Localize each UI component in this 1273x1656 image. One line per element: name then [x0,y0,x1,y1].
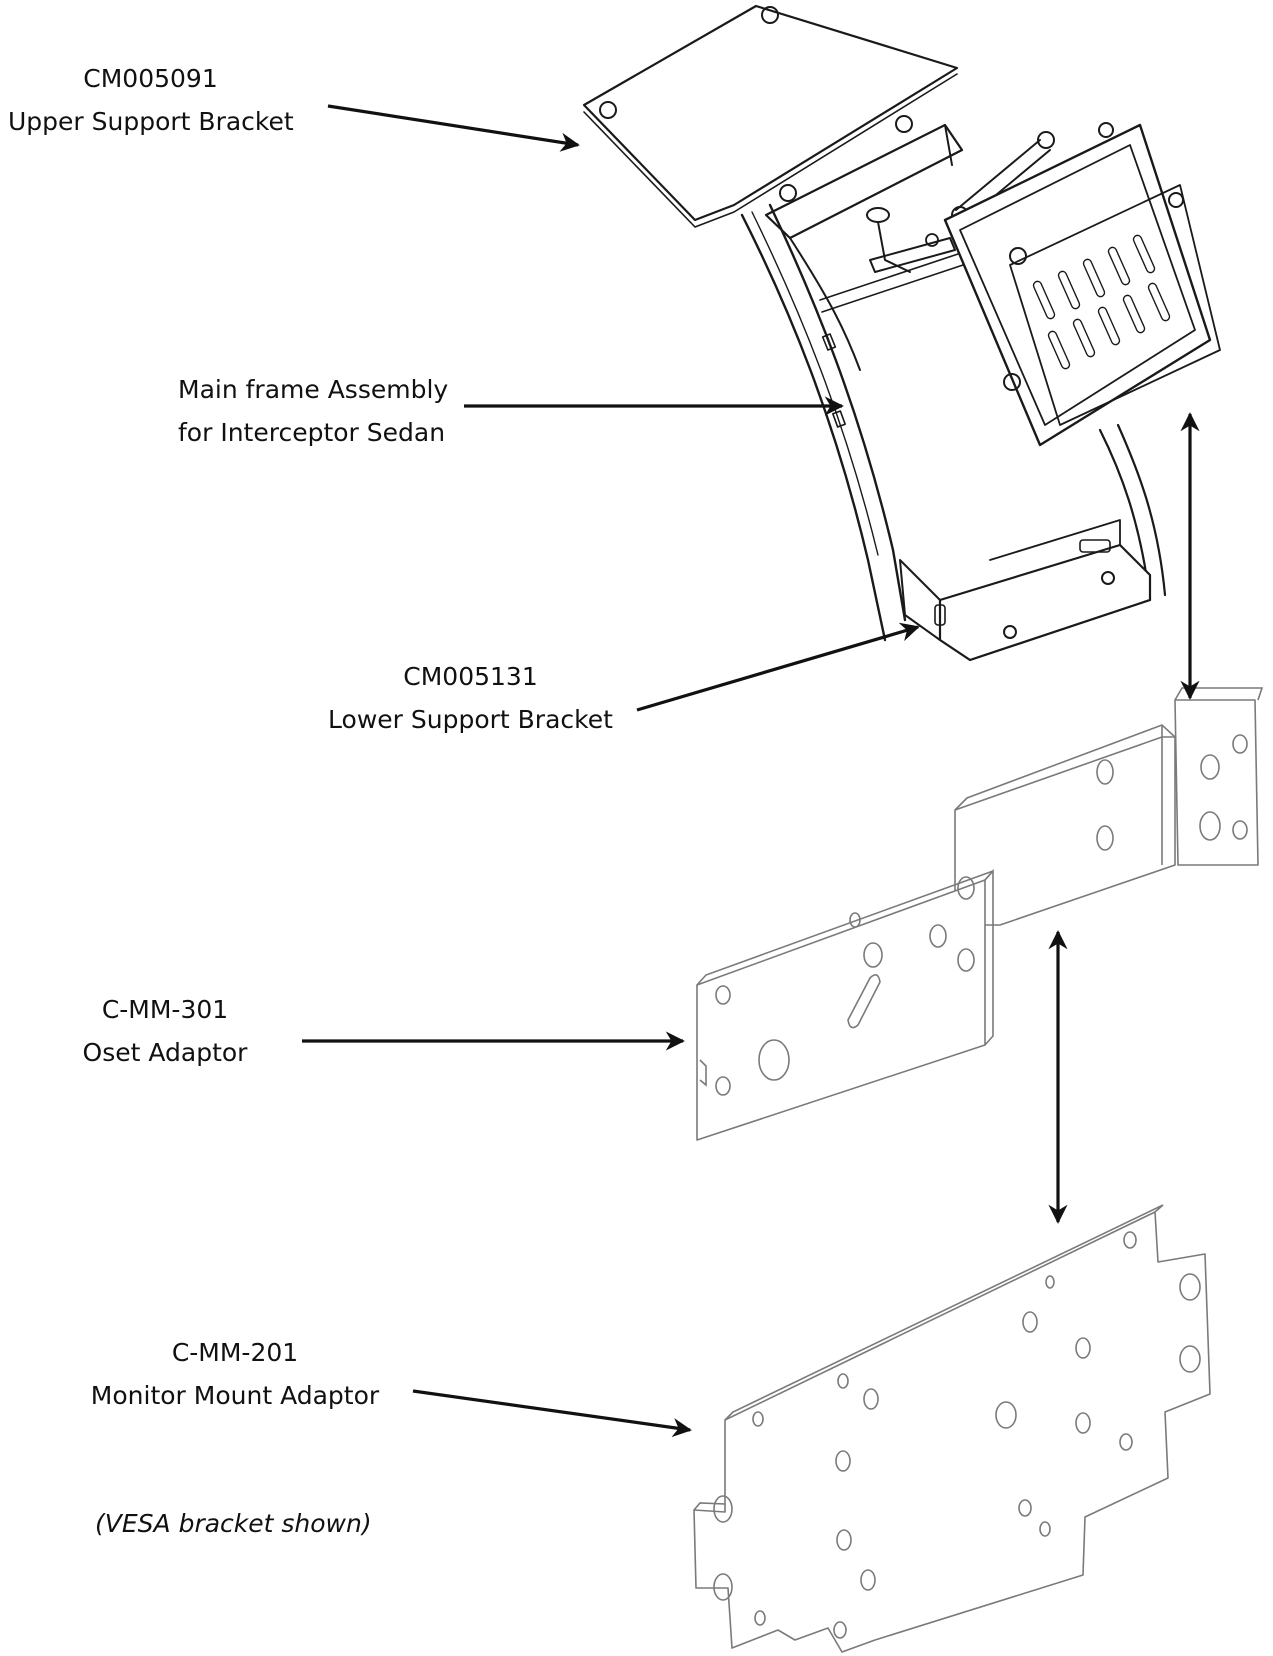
label-offset-adaptor: C-MM-301 Oset Adaptor [70,988,260,1074]
offset-adaptor-part [696,687,1264,1141]
part-number-cm005131: CM005131 [403,662,538,691]
arrow-upper-support [327,104,580,152]
part-name-offset-adaptor: Oset Adaptor [82,1038,248,1067]
cradle-slots [1032,234,1171,370]
label-upper-support-bracket: CM005091 Upper Support Bracket [8,57,294,143]
arrow-monitor-adaptor [412,1389,692,1438]
label-monitor-mount-adaptor: C-MM-201 Monitor Mount Adaptor [80,1331,390,1417]
part-name-upper-support-bracket: Upper Support Bracket [8,107,294,136]
upper-support-bracket [582,4,959,228]
assembly-arrows [1048,412,1200,1224]
part-name-interceptor-sedan: for Interceptor Sedan [178,418,446,447]
part-number-cm005091: CM005091 [83,64,218,93]
part-number-c-mm-301: C-MM-301 [101,995,229,1024]
label-lower-support-bracket: CM005131 Lower Support Bracket [328,655,613,741]
lower-support-bracket [899,519,1152,662]
locking-handle [866,207,956,273]
docking-cradle [943,122,1221,447]
monitor-mount-adaptor-part [693,1204,1211,1653]
arrow-lower-support [636,622,920,712]
part-name-lower-support-bracket: Lower Support Bracket [328,705,613,734]
note-vesa-bracket-shown: (VESA bracket shown) [95,1509,372,1538]
part-name-monitor-mount-adaptor: Monitor Mount Adaptor [90,1381,380,1410]
label-main-frame-assembly: Main frame Assembly for Interceptor Seda… [178,368,458,454]
main-frame-assembly [582,4,1221,662]
part-number-c-mm-201: C-MM-201 [171,1338,299,1367]
part-name-main-frame: Main frame Assembly [178,375,449,404]
leader-arrows [302,104,920,1438]
